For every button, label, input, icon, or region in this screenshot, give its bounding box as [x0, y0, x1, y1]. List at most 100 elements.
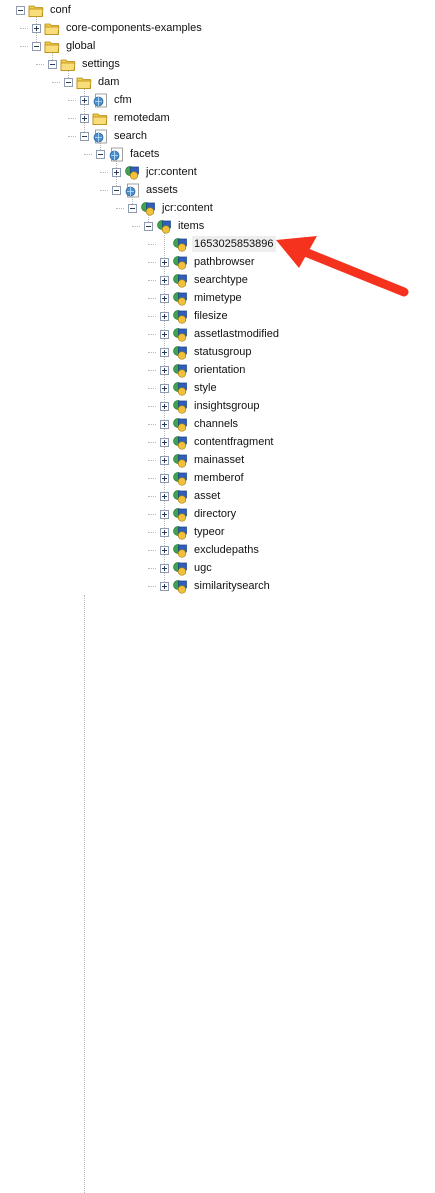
- tree-node[interactable]: orientation: [160, 361, 247, 379]
- expand-toggle-icon[interactable]: [80, 113, 89, 123]
- tree-node-label[interactable]: global: [66, 40, 96, 52]
- tree-node[interactable]: remotedam: [80, 109, 172, 127]
- tree-node-label[interactable]: dam: [98, 76, 120, 88]
- tree-node[interactable]: items: [144, 217, 206, 235]
- expand-toggle-icon[interactable]: [160, 455, 169, 465]
- tree-node[interactable]: assets: [112, 181, 180, 199]
- tree-node-label[interactable]: insightsgroup: [194, 400, 260, 412]
- expand-toggle-icon[interactable]: [160, 401, 169, 411]
- tree-node[interactable]: searchtype: [160, 271, 250, 289]
- tree-node[interactable]: pathbrowser: [160, 253, 257, 271]
- expand-toggle-icon[interactable]: [160, 347, 169, 357]
- tree-node-label[interactable]: conf: [50, 4, 71, 16]
- tree-node-label[interactable]: 1653025853896: [192, 236, 276, 252]
- collapse-toggle-icon[interactable]: [144, 221, 153, 231]
- tree-node-label[interactable]: statusgroup: [194, 346, 252, 358]
- expand-toggle-icon[interactable]: [160, 257, 169, 267]
- expand-toggle-icon[interactable]: [160, 311, 169, 321]
- tree-node[interactable]: search: [80, 127, 149, 145]
- tree-node[interactable]: jcr:content: [128, 199, 215, 217]
- tree-node-label[interactable]: ugc: [194, 562, 212, 574]
- tree-node-label[interactable]: orientation: [194, 364, 246, 376]
- collapse-toggle-icon[interactable]: [48, 59, 57, 69]
- tree-node-label[interactable]: memberof: [194, 472, 244, 484]
- tree-node[interactable]: jcr:content: [112, 163, 199, 181]
- tree-node[interactable]: cfm: [80, 91, 134, 109]
- tree-node-label[interactable]: filesize: [194, 310, 228, 322]
- tree-branch-line: [148, 496, 156, 497]
- expand-toggle-icon[interactable]: [160, 437, 169, 447]
- tree-node[interactable]: core-components-examples: [32, 19, 204, 37]
- expand-toggle-icon[interactable]: [160, 383, 169, 393]
- expand-toggle-icon[interactable]: [160, 329, 169, 339]
- tree-node-label[interactable]: items: [178, 220, 205, 232]
- tree-node[interactable]: conf: [16, 1, 73, 19]
- tree-node-label[interactable]: jcr:content: [146, 166, 197, 178]
- tree-node[interactable]: mimetype: [160, 289, 244, 307]
- tree-node[interactable]: assetlastmodified: [160, 325, 281, 343]
- tree-node[interactable]: typeor: [160, 523, 227, 541]
- tree-node[interactable]: 1653025853896: [160, 235, 276, 253]
- tree-node-label[interactable]: jcr:content: [162, 202, 213, 214]
- tree-node-label[interactable]: search: [114, 130, 148, 142]
- tree-node[interactable]: similaritysearch: [160, 577, 272, 595]
- tree-node[interactable]: global: [32, 37, 97, 55]
- collapse-toggle-icon[interactable]: [96, 149, 105, 159]
- tree-node-label[interactable]: pathbrowser: [194, 256, 255, 268]
- tree-node-label[interactable]: typeor: [194, 526, 225, 538]
- expand-toggle-icon[interactable]: [160, 527, 169, 537]
- tree-node[interactable]: directory: [160, 505, 238, 523]
- expand-toggle-icon[interactable]: [160, 275, 169, 285]
- tree-node-label[interactable]: settings: [82, 58, 120, 70]
- tree-node-label[interactable]: similaritysearch: [194, 580, 270, 592]
- tree-node-label[interactable]: facets: [130, 148, 160, 160]
- collapse-toggle-icon[interactable]: [128, 203, 137, 213]
- expand-toggle-icon[interactable]: [80, 95, 89, 105]
- tree-node-label[interactable]: contentfragment: [194, 436, 274, 448]
- tree-node[interactable]: filesize: [160, 307, 230, 325]
- tree-node-label[interactable]: searchtype: [194, 274, 248, 286]
- tree-node[interactable]: statusgroup: [160, 343, 253, 361]
- expand-toggle-icon[interactable]: [160, 419, 169, 429]
- tree-node-label[interactable]: channels: [194, 418, 239, 430]
- expand-toggle-icon[interactable]: [160, 545, 169, 555]
- tree-node[interactable]: settings: [48, 55, 122, 73]
- tree-node-label[interactable]: mainasset: [194, 454, 245, 466]
- tree-node-label[interactable]: assetlastmodified: [194, 328, 279, 340]
- expand-toggle-icon[interactable]: [160, 563, 169, 573]
- tree-node[interactable]: style: [160, 379, 219, 397]
- expand-toggle-icon[interactable]: [160, 293, 169, 303]
- tree-node[interactable]: excludepaths: [160, 541, 261, 559]
- tree-node-label[interactable]: remotedam: [114, 112, 170, 124]
- expand-toggle-icon[interactable]: [160, 509, 169, 519]
- tree-node[interactable]: asset: [160, 487, 222, 505]
- tree-node-label[interactable]: mimetype: [194, 292, 242, 304]
- tree-node-label[interactable]: directory: [194, 508, 237, 520]
- expand-toggle-icon[interactable]: [160, 473, 169, 483]
- tree-node-label[interactable]: cfm: [114, 94, 132, 106]
- collapse-toggle-icon[interactable]: [32, 41, 41, 51]
- tree-node[interactable]: memberof: [160, 469, 246, 487]
- tree-node[interactable]: ugc: [160, 559, 214, 577]
- tree-node-label[interactable]: style: [194, 382, 217, 394]
- expand-toggle-icon[interactable]: [160, 491, 169, 501]
- tree-node-label[interactable]: asset: [194, 490, 221, 502]
- tree-node-label[interactable]: excludepaths: [194, 544, 259, 556]
- expand-toggle-icon[interactable]: [32, 23, 41, 33]
- expand-toggle-icon[interactable]: [160, 365, 169, 375]
- expand-toggle-icon[interactable]: [112, 167, 121, 177]
- tree-node-label[interactable]: assets: [146, 184, 178, 196]
- tree-node[interactable]: contentfragment: [160, 433, 276, 451]
- tree-node-label[interactable]: core-components-examples: [66, 22, 202, 34]
- collapse-toggle-icon[interactable]: [112, 185, 121, 195]
- expand-toggle-icon[interactable]: [160, 581, 169, 591]
- tree-node[interactable]: dam: [64, 73, 121, 91]
- tree-node[interactable]: channels: [160, 415, 240, 433]
- tree-node[interactable]: facets: [96, 145, 161, 163]
- tree-node[interactable]: insightsgroup: [160, 397, 261, 415]
- collapse-toggle-icon[interactable]: [80, 131, 89, 141]
- collapse-toggle-icon[interactable]: [16, 5, 25, 15]
- tree-branch-line: [148, 424, 156, 425]
- tree-node[interactable]: mainasset: [160, 451, 246, 469]
- collapse-toggle-icon[interactable]: [64, 77, 73, 87]
